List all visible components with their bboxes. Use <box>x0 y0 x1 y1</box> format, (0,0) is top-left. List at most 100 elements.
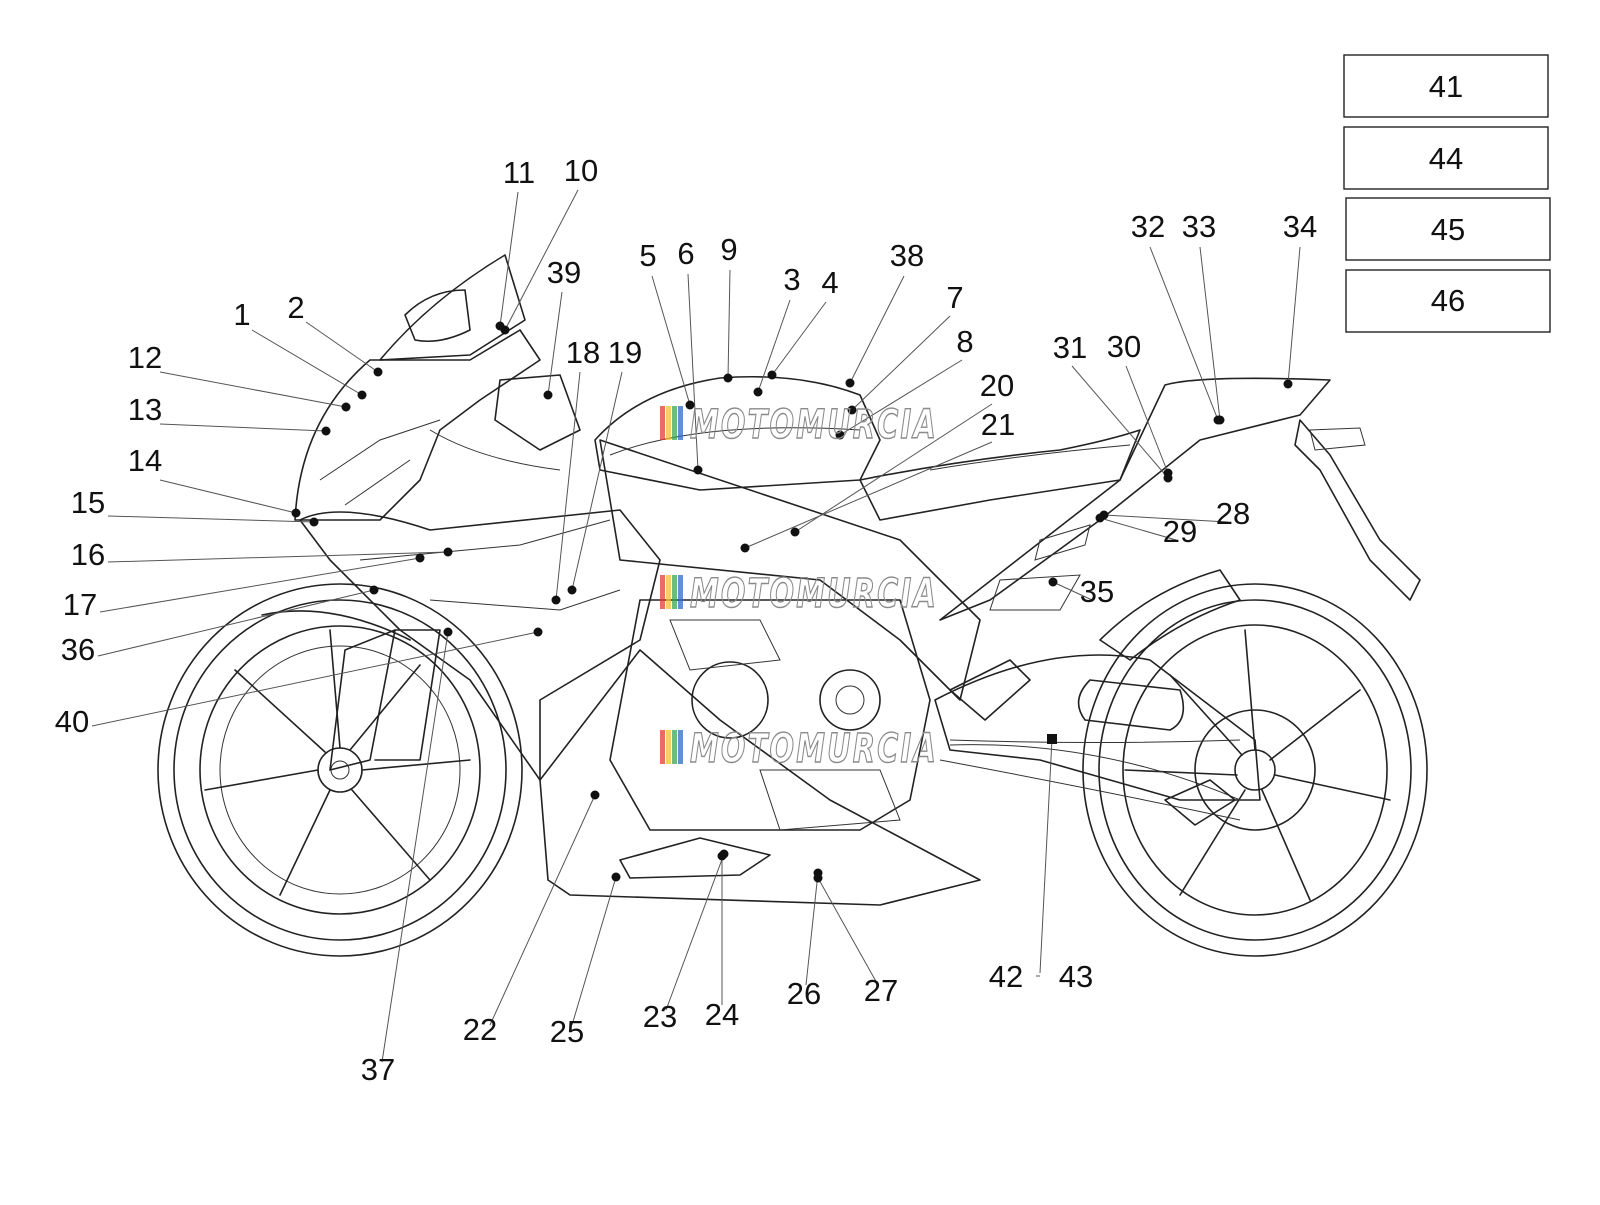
callout-number-32[interactable]: 32 <box>1131 209 1165 244</box>
callout-number-4[interactable]: 4 <box>821 265 838 300</box>
callout-number-16[interactable]: 16 <box>71 537 105 572</box>
callout-dot-12 <box>341 402 351 412</box>
callout-number-5[interactable]: 5 <box>639 238 656 273</box>
watermark-stripe <box>666 406 671 440</box>
callout-number-13[interactable]: 13 <box>128 392 162 427</box>
watermark-stripe <box>660 575 665 609</box>
rear-set <box>949 659 1031 721</box>
callout-dot-8 <box>835 430 845 440</box>
callout-number-7[interactable]: 7 <box>946 280 963 315</box>
callout-number-6[interactable]: 6 <box>677 236 694 271</box>
leader-line-36 <box>97 589 375 657</box>
leader-line-3 <box>757 299 791 393</box>
callout-number-36[interactable]: 36 <box>61 632 95 667</box>
callout-number-2[interactable]: 2 <box>287 290 304 325</box>
callout-number-23[interactable]: 23 <box>643 999 677 1034</box>
leader-line-31 <box>1071 365 1169 479</box>
leader-line-37 <box>381 631 449 1063</box>
front-fork <box>261 610 441 771</box>
callout-dot-13 <box>321 426 331 436</box>
leader-line-11 <box>499 191 519 327</box>
callout-dot-3 <box>753 387 763 397</box>
callout-number-22[interactable]: 22 <box>463 1012 497 1047</box>
box-label: 45 <box>1431 212 1465 247</box>
callout-number-26[interactable]: 26 <box>787 976 821 1011</box>
watermark-text: MOTOMURCIA <box>690 726 938 772</box>
callout-number-31[interactable]: 31 <box>1053 330 1087 365</box>
callout-number-34[interactable]: 34 <box>1283 209 1317 244</box>
leader-line-29 <box>1099 517 1177 541</box>
watermark-stripe <box>666 730 671 764</box>
leader-line-14 <box>159 479 297 514</box>
callout-number-29[interactable]: 29 <box>1163 514 1197 549</box>
box-label: 46 <box>1431 283 1465 318</box>
leader-line-9 <box>727 269 731 379</box>
callout-number-12[interactable]: 12 <box>128 340 162 375</box>
leader-line-23 <box>665 853 725 1011</box>
leader-line-30 <box>1125 365 1169 474</box>
box-label: 41 <box>1429 69 1463 104</box>
leader-line-27 <box>817 877 879 986</box>
callout-number-25[interactable]: 25 <box>550 1014 584 1049</box>
leader-line-6 <box>687 273 699 471</box>
callout-dot-14 <box>291 508 301 518</box>
callout-dot-11 <box>495 321 505 331</box>
leader-line-42 <box>1039 738 1053 974</box>
leader-line-26 <box>805 872 819 986</box>
side-fairing <box>299 509 661 781</box>
callout-number-33[interactable]: 33 <box>1182 209 1216 244</box>
rear-hugger <box>1099 569 1241 661</box>
callout-number-10[interactable]: 10 <box>564 153 598 188</box>
callout-number-35[interactable]: 35 <box>1080 574 1114 609</box>
leader-line-22 <box>489 794 596 1026</box>
watermark-stripe <box>672 406 677 440</box>
callout-number-21[interactable]: 21 <box>981 407 1015 442</box>
callout-number-18[interactable]: 18 <box>566 335 600 370</box>
callout-number-24[interactable]: 24 <box>705 997 739 1032</box>
callout-number-14[interactable]: 14 <box>128 443 162 478</box>
callout-number-1[interactable]: 1 <box>233 297 250 332</box>
watermark-3: MOTOMURCIA <box>660 725 938 773</box>
leader-lines <box>91 189 1301 1063</box>
callout-number-9[interactable]: 9 <box>720 232 737 267</box>
box-44[interactable]: 44 <box>1343 126 1549 190</box>
callout-number-40[interactable]: 40 <box>55 704 89 739</box>
callout-number-38[interactable]: 38 <box>890 238 924 273</box>
callout-number-28[interactable]: 28 <box>1216 496 1250 531</box>
watermark-stripe <box>678 406 683 440</box>
callout-number-15[interactable]: 15 <box>71 485 105 520</box>
callout-number-17[interactable]: 17 <box>63 587 97 622</box>
callout-dot-22 <box>590 790 600 800</box>
callout-dot-9 <box>723 373 733 383</box>
callout-number-42[interactable]: 42 <box>989 959 1023 994</box>
callout-dot-7 <box>847 405 857 415</box>
watermark-stripe <box>678 575 683 609</box>
box-41[interactable]: 41 <box>1343 54 1549 118</box>
callout-number-8[interactable]: 8 <box>956 324 973 359</box>
callout-number-43[interactable]: 43 <box>1059 959 1093 994</box>
callout-dot-6 <box>693 465 703 475</box>
leader-line-34 <box>1287 246 1301 385</box>
windscreen <box>379 254 526 361</box>
callout-number-20[interactable]: 20 <box>980 368 1014 403</box>
callout-dot-16 <box>443 547 453 557</box>
callout-number-3[interactable]: 3 <box>783 262 800 297</box>
leader-line-10 <box>504 189 579 331</box>
callout-number-19[interactable]: 19 <box>608 335 642 370</box>
box-45[interactable]: 45 <box>1345 197 1551 261</box>
seat <box>859 429 1141 521</box>
callout-number-39[interactable]: 39 <box>547 255 581 290</box>
callout-dot-38 <box>845 378 855 388</box>
leader-line-5 <box>651 275 691 406</box>
callout-number-37[interactable]: 37 <box>361 1052 395 1087</box>
callout-dot-25 <box>611 872 621 882</box>
callout-number-11[interactable]: 11 <box>503 155 535 190</box>
leader-line-12 <box>159 371 347 408</box>
leader-line-38 <box>849 275 905 384</box>
box-46[interactable]: 46 <box>1345 269 1551 333</box>
callout-number-27[interactable]: 27 <box>864 973 898 1008</box>
belly-pan <box>539 649 981 906</box>
callout-dot-24 <box>717 851 727 861</box>
callout-dot-1 <box>357 390 367 400</box>
callout-number-30[interactable]: 30 <box>1107 329 1141 364</box>
